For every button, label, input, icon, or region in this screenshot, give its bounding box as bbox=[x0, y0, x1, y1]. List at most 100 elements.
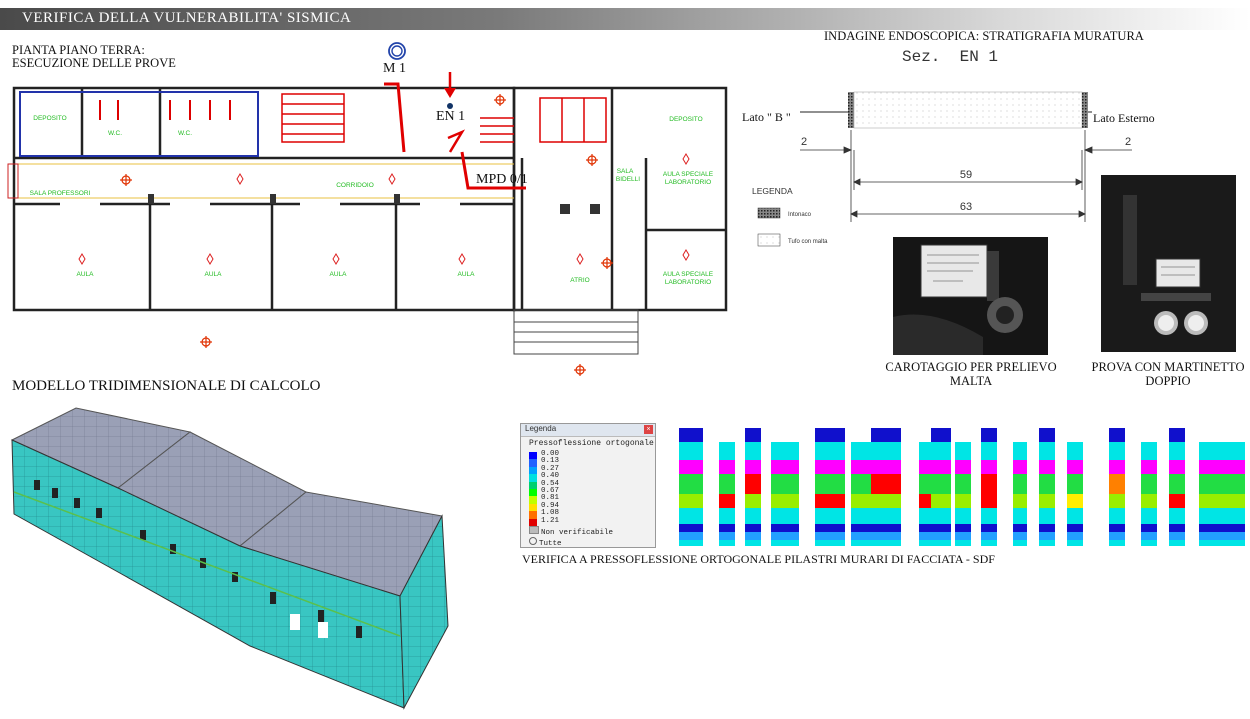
legend-swatch bbox=[529, 496, 537, 504]
grid-cell bbox=[1141, 428, 1157, 442]
grid-cell bbox=[919, 460, 931, 474]
layer-tufo bbox=[853, 91, 1083, 129]
legend-heading: Pressoflessione ortogonale bbox=[529, 439, 654, 448]
grid-cell bbox=[981, 524, 997, 532]
grid-cell bbox=[679, 508, 703, 524]
grid-cell bbox=[1039, 442, 1055, 460]
grid-cell bbox=[871, 494, 901, 508]
floor-plan: DEPOSITO W.C. W.C. SALA PROFESSORI CORRI… bbox=[7, 72, 728, 376]
grid-cell bbox=[1039, 508, 1055, 524]
legend-swatch bbox=[529, 459, 537, 467]
legend-value: 0.27 bbox=[541, 464, 560, 473]
grid-cell bbox=[1067, 508, 1083, 524]
grid-cell bbox=[815, 428, 845, 442]
grid-cell bbox=[1141, 508, 1157, 524]
grid-cell bbox=[771, 460, 799, 474]
grid-cell bbox=[1039, 428, 1055, 442]
grid-cell bbox=[1169, 532, 1185, 540]
legend-item-intonaco: Intonaco bbox=[788, 212, 812, 218]
grid-cell bbox=[1013, 540, 1027, 546]
grid-cell bbox=[851, 508, 871, 524]
grid-cell bbox=[851, 532, 871, 540]
legend-swatch bbox=[529, 452, 537, 460]
room-label-aula2: AULA bbox=[205, 271, 223, 278]
grid-cell bbox=[1199, 428, 1245, 442]
grid-cell bbox=[1109, 532, 1125, 540]
photo-caption-carotaggio: CAROTAGGIO PER PRELIEVO MALTA bbox=[878, 360, 1064, 388]
grid-cell bbox=[745, 532, 761, 540]
room-label-wc1: W.C. bbox=[108, 130, 122, 137]
grid-cell bbox=[919, 428, 931, 442]
grid-cell bbox=[955, 442, 971, 460]
grid-cell bbox=[745, 428, 761, 442]
grid-cell bbox=[1109, 508, 1125, 524]
grid-cell bbox=[1141, 460, 1157, 474]
legend-nv-label: Non verificabile bbox=[541, 529, 614, 537]
photo-caption-carotaggio-line2: MALTA bbox=[949, 374, 993, 388]
room-label-aula-speciale-2a: AULA SPECIALE bbox=[663, 271, 714, 278]
grid-cell bbox=[1141, 474, 1157, 494]
grid-cell bbox=[719, 460, 735, 474]
plan-stairs-right bbox=[480, 97, 607, 143]
grid-cell bbox=[981, 508, 997, 524]
grid-cell bbox=[719, 508, 735, 524]
plan-title-line2: ESECUZIONE DELLE PROVE bbox=[12, 56, 176, 70]
marker-en1-arrow bbox=[444, 72, 456, 109]
grid-cell bbox=[771, 540, 799, 546]
legend-swatch bbox=[529, 503, 537, 512]
grid-cell bbox=[1109, 494, 1125, 508]
grid-cell bbox=[931, 540, 951, 546]
masonry-section-diagram: 2 2 59 63 LEGENDA Intonaco Tufo con malt… bbox=[752, 91, 1132, 247]
legend-window-titlebar: Legenda × bbox=[521, 424, 655, 437]
grid-cell bbox=[981, 428, 997, 442]
grid-cell bbox=[955, 428, 971, 442]
grid-cell bbox=[1013, 428, 1027, 442]
pillar-result-grid bbox=[679, 428, 1245, 546]
grid-cell bbox=[1169, 508, 1185, 524]
grid-cell bbox=[981, 474, 997, 494]
legend-item-tufo: Tufo con malta bbox=[788, 239, 828, 245]
grid-cell bbox=[1141, 532, 1157, 540]
grid-cell bbox=[955, 540, 971, 546]
grid-cell bbox=[679, 494, 703, 508]
grid-cell bbox=[745, 474, 761, 494]
grid-cell bbox=[679, 442, 703, 460]
label-lato-esterno: Lato Esterno bbox=[1093, 111, 1155, 125]
endoscopy-section-label: Sez. EN 1 bbox=[902, 48, 999, 66]
verifica-caption: VERIFICA A PRESSOFLESSIONE ORTOGONALE PI… bbox=[522, 552, 995, 566]
room-label-aula3: AULA bbox=[330, 271, 348, 278]
grid-cell bbox=[1169, 524, 1185, 532]
grid-cell bbox=[851, 494, 871, 508]
room-label-deposito-right: DEPOSITO bbox=[669, 116, 702, 123]
grid-cell bbox=[815, 508, 845, 524]
grid-cell bbox=[1013, 460, 1027, 474]
grid-cell bbox=[955, 494, 971, 508]
grid-cell bbox=[955, 524, 971, 532]
grid-cell bbox=[1039, 494, 1055, 508]
grid-cell bbox=[1169, 540, 1185, 546]
grid-cell bbox=[955, 508, 971, 524]
grid-cell bbox=[1013, 532, 1027, 540]
grid-cell bbox=[1067, 532, 1083, 540]
legend-value: 0.94 bbox=[541, 501, 560, 510]
photo-caption-carotaggio-line1: CAROTAGGIO PER PRELIEVO bbox=[885, 360, 1057, 374]
model-title: MODELLO TRIDIMENSIONALE DI CALCOLO bbox=[12, 378, 321, 394]
m1-symbol bbox=[388, 42, 406, 60]
grid-cell bbox=[1199, 540, 1245, 546]
legend-window-close-icon[interactable]: × bbox=[644, 425, 653, 434]
grid-cell bbox=[919, 532, 931, 540]
label-lato-b: Lato " B " bbox=[742, 110, 791, 124]
legend-all-radio-icon[interactable] bbox=[529, 537, 537, 545]
grid-cell bbox=[815, 460, 845, 474]
legend-all[interactable]: Tutte bbox=[529, 537, 655, 548]
grid-cell bbox=[1039, 532, 1055, 540]
grid-cell bbox=[1067, 494, 1083, 508]
grid-cell bbox=[1013, 494, 1027, 508]
grid-cell bbox=[1141, 494, 1157, 508]
layer-intonaco-right bbox=[1082, 92, 1088, 128]
legend-value: 1.21 bbox=[541, 516, 560, 525]
grid-cell bbox=[871, 508, 901, 524]
dim-left: 2 bbox=[801, 136, 807, 148]
marker-mpd-label: MPD 0/1 bbox=[476, 172, 528, 187]
grid-cell bbox=[745, 508, 761, 524]
